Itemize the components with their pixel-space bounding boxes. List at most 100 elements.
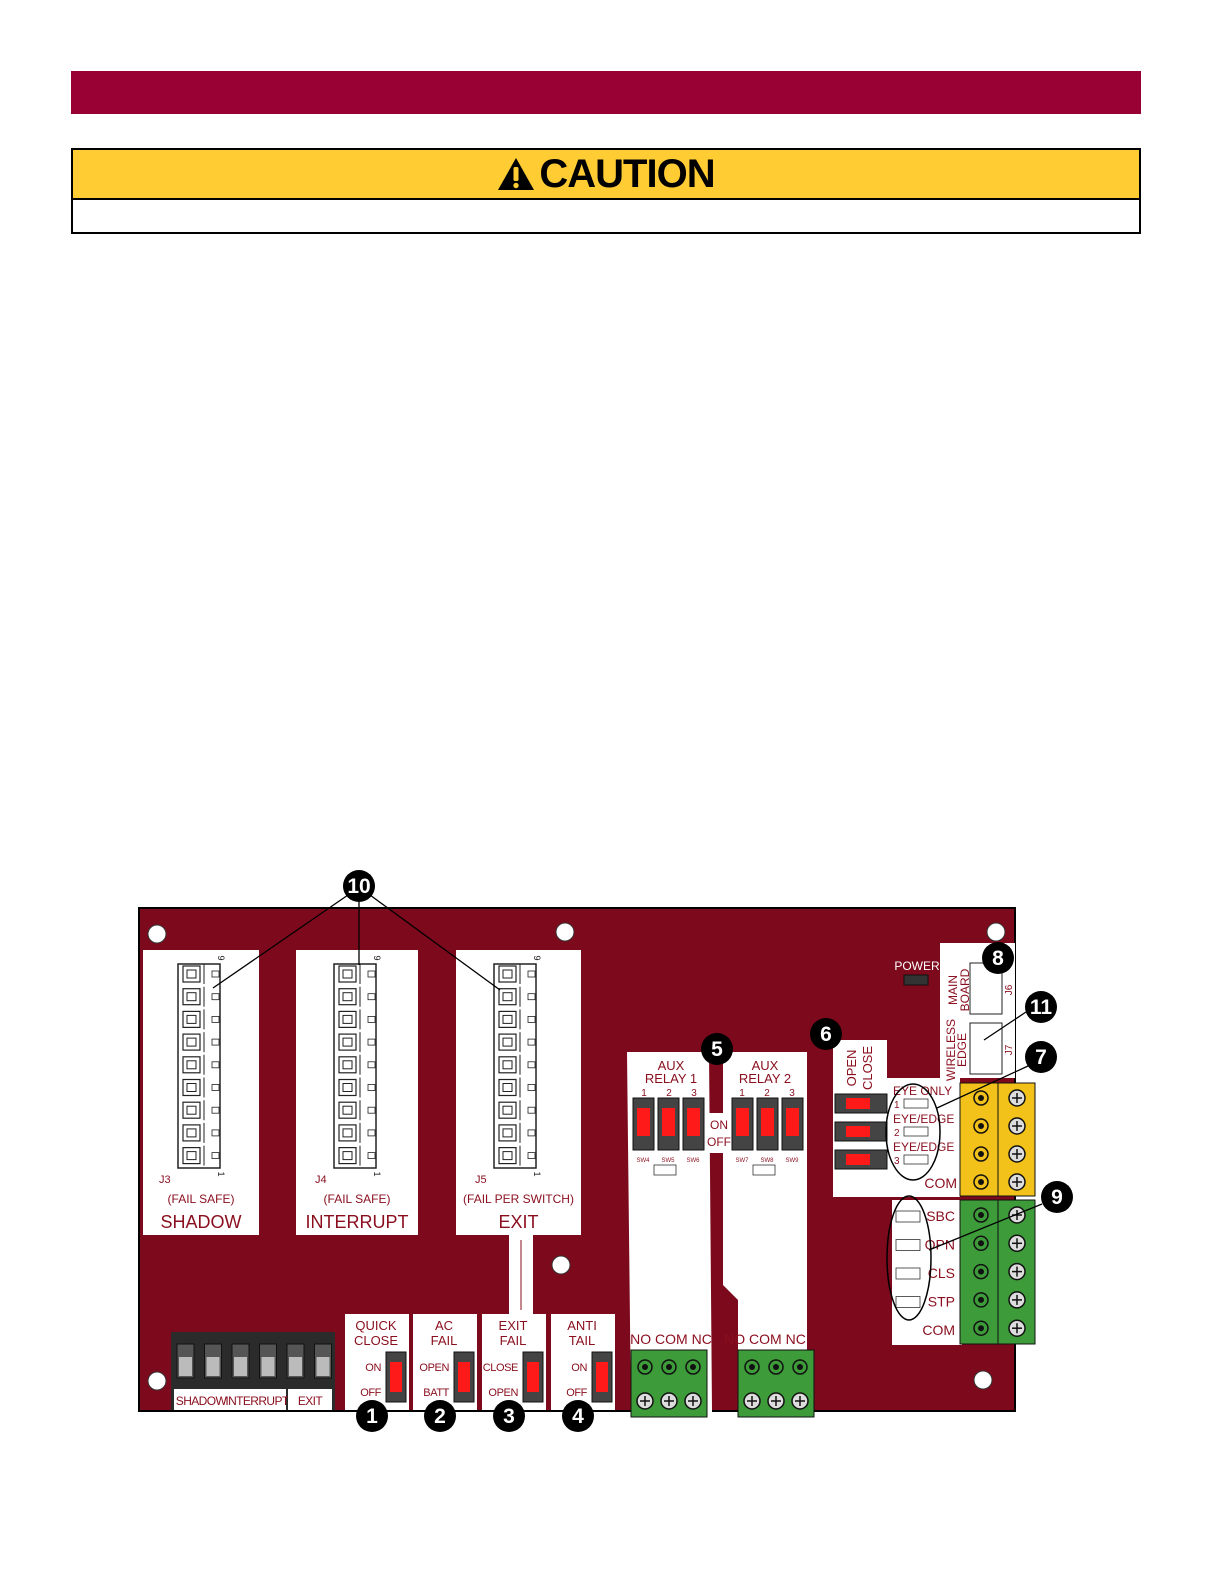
pin-socket-inner [186, 969, 197, 979]
pin-tab [367, 970, 376, 978]
relay-dip-number: 2 [764, 1088, 770, 1099]
pin-socket-inner [502, 1014, 513, 1024]
connector-ref: J3 [159, 1174, 171, 1186]
pin-number-bottom: 1 [372, 1171, 382, 1176]
switch-title: TAIL [569, 1333, 596, 1348]
callout-8-label: 8 [992, 947, 1004, 970]
terminal-socket [768, 1359, 784, 1375]
eye-mode-jumper [903, 1126, 929, 1137]
switch-bottom-label: OFF [566, 1387, 587, 1399]
pin-socket-inner [502, 1083, 513, 1092]
callout-1-label: 1 [366, 1405, 378, 1428]
pin-socket [338, 1101, 357, 1119]
eye-com-label: COM [924, 1175, 957, 1191]
dip-key-face [179, 1357, 192, 1376]
leader-line [212, 894, 349, 989]
callout-10-label: 10 [347, 875, 370, 898]
pin-socket [182, 988, 201, 1006]
dip-label-box [288, 1389, 332, 1410]
leader-line [369, 894, 501, 991]
pin-socket-inner [342, 969, 353, 979]
input-circle [886, 1195, 932, 1321]
mounting-hole [555, 922, 575, 942]
switch-title: EXIT [499, 1318, 528, 1333]
caution-title: CAUTION [539, 151, 715, 196]
pin-socket-inner [502, 969, 513, 979]
relay-dip-knob [736, 1108, 749, 1136]
slide-switch-knob [527, 1362, 539, 1392]
callout-11-label: 11 [1030, 996, 1053, 1019]
pin-tab [527, 1016, 536, 1023]
pin-socket-inner [186, 1151, 197, 1161]
pin-tab [527, 1061, 536, 1069]
pin-socket-inner [502, 1151, 513, 1161]
pin-number-bottom: 1 [532, 1171, 542, 1176]
pin-socket [338, 1078, 357, 1097]
open-close-label: OPEN [844, 1050, 859, 1087]
pin-tab [367, 1016, 376, 1023]
switch-top-label: ON [365, 1362, 381, 1374]
dip-key-face [206, 1357, 220, 1376]
pin-socket-inner [186, 1083, 197, 1092]
switch-top-label: ON [571, 1362, 587, 1374]
input-label: STP [928, 1294, 955, 1310]
pin-number-top: 9 [372, 955, 382, 960]
terminal-socket [973, 1118, 989, 1134]
callout-2-label: 2 [434, 1405, 446, 1428]
dip-key-face [261, 1357, 275, 1376]
terminal-socket-hole [978, 1095, 984, 1101]
dip-label-box [174, 1389, 228, 1410]
pin-tab [367, 1152, 376, 1159]
pin-tab [211, 993, 220, 1001]
terminal-socket-hole [978, 1179, 984, 1185]
pin-socket-inner [502, 992, 513, 1002]
relay-dip-knob [786, 1108, 799, 1136]
eye-mode-label: EYE/EDGE [893, 1140, 954, 1154]
relay-title: RELAY 1 [645, 1071, 697, 1086]
header-bar [71, 71, 1141, 114]
terminal-socket [973, 1207, 989, 1223]
pin-number-bottom: 1 [216, 1171, 226, 1176]
pin-socket-inner [502, 1060, 513, 1070]
connector-ref: J5 [475, 1174, 487, 1186]
callout-4-label: 4 [572, 1405, 584, 1428]
callout-9-label: 9 [1051, 1186, 1063, 1209]
switch-title: AC [435, 1318, 453, 1333]
pin-tab [527, 1038, 536, 1046]
connector-name: INTERRUPT [306, 1212, 409, 1232]
eye-mode-jumper [903, 1098, 929, 1109]
callout-7-label: 7 [1035, 1046, 1047, 1069]
terminal-socket-hole [978, 1212, 984, 1218]
relay-sw-label: SW7 [735, 1158, 749, 1164]
terminal-socket-hole [978, 1240, 984, 1247]
relay-dip-knob [662, 1108, 675, 1136]
pin-tab [527, 1084, 536, 1091]
warning-icon [498, 158, 535, 190]
pin-tab [211, 1152, 220, 1159]
relay-dip-knob [761, 1108, 774, 1136]
pin-socket [498, 1078, 517, 1097]
terminal-socket [973, 1263, 989, 1280]
pin-socket-inner [342, 1060, 353, 1070]
pin-socket [338, 1010, 357, 1029]
callout-7 [1025, 1041, 1057, 1073]
pin-socket-inner [342, 1105, 353, 1115]
relay-dip-knob [687, 1108, 700, 1136]
switch-title: QUICK [355, 1318, 397, 1333]
switch-title: ANTI [567, 1318, 597, 1333]
terminal-socket [973, 1292, 989, 1308]
callout-5-label: 5 [711, 1038, 723, 1061]
pin-socket [338, 1056, 357, 1074]
callout-1 [356, 1400, 388, 1432]
dip-key-face [234, 1357, 247, 1376]
relay-jumper [653, 1164, 677, 1176]
connector-note: (FAIL SAFE) [324, 1192, 391, 1206]
open-close-knob [846, 1154, 870, 1165]
pin-socket [498, 1101, 517, 1119]
relay-off-label: OFF [707, 1135, 731, 1149]
pin-socket-inner [342, 1014, 353, 1024]
terminal-socket-hole [978, 1268, 984, 1275]
relay-title: AUX [752, 1058, 779, 1073]
relay-on-label: ON [710, 1118, 728, 1132]
